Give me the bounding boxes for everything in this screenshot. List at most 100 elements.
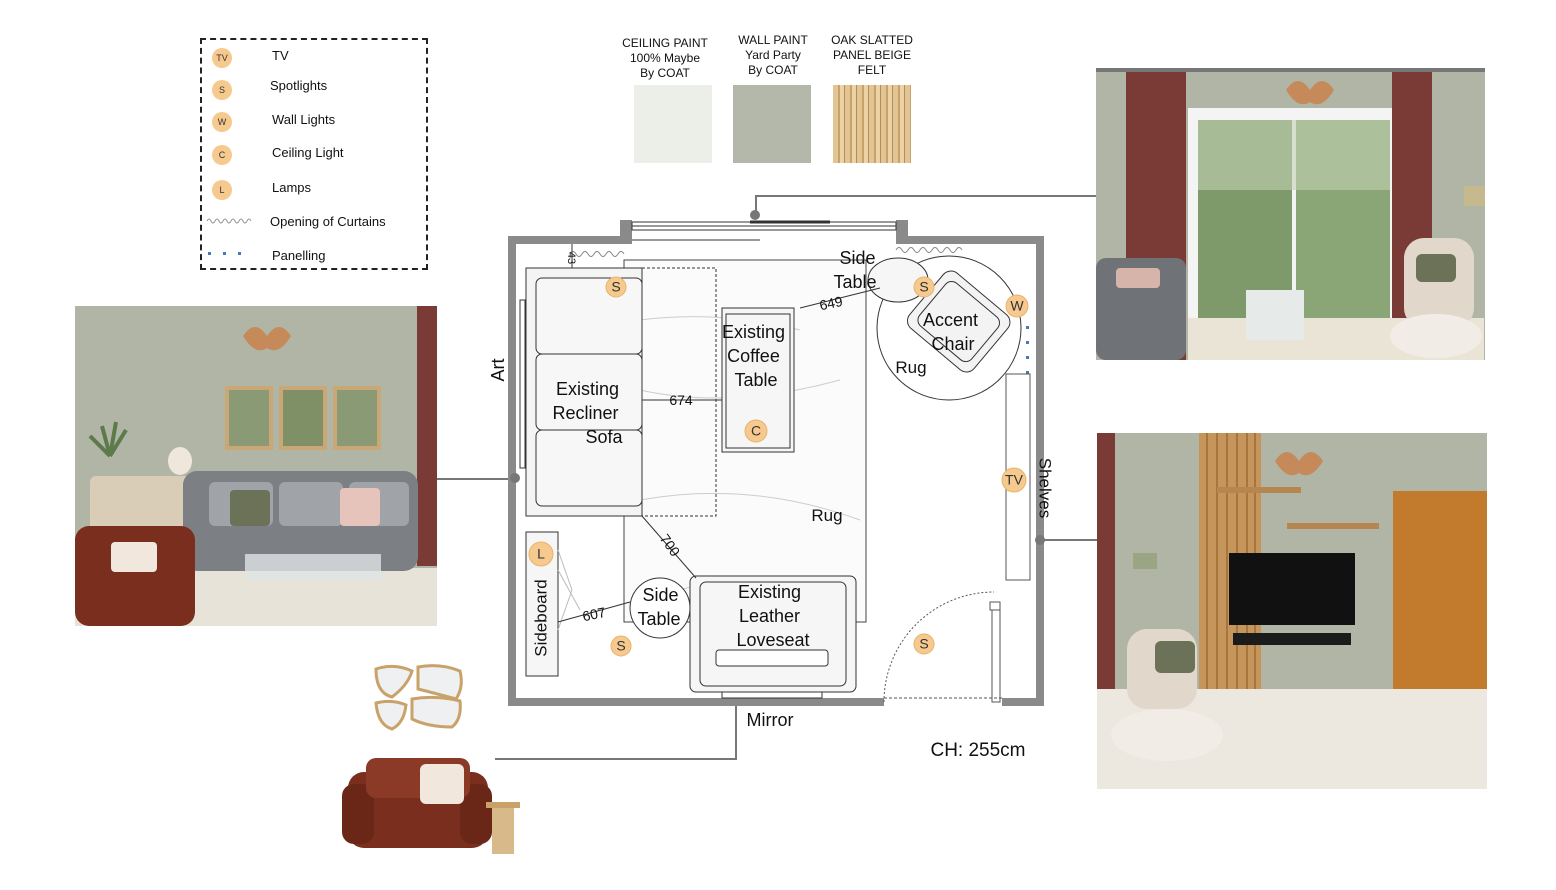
mirror-mark (721, 691, 823, 699)
connector-dot-top (750, 210, 760, 220)
door-swing (883, 591, 1002, 703)
coffee-table-label-2: Coffee (727, 346, 780, 366)
swatch-ceiling-paint (634, 85, 712, 163)
legend-box: TV TV S Spotlights W Wall Lights C Ceili… (200, 38, 428, 270)
swatch-ceiling-line2: 100% Maybe (629, 51, 701, 65)
ceiling-light-badge: C (744, 419, 768, 443)
floor-plan: Art Shelves Existing Recliner Sofa Exist… (488, 210, 1055, 761)
panelling-dots-icon (208, 252, 241, 255)
elevation-sofa-wall (75, 306, 437, 626)
table-lamp-icon (168, 447, 192, 475)
green-cushion (230, 490, 270, 526)
tv-badge: TV (1001, 467, 1027, 493)
lamp-light-spread (557, 549, 581, 631)
lower-shelf (1287, 523, 1379, 529)
side-table-top-label: Side Table (833, 248, 880, 292)
accent-chair-label-2: Chair (931, 334, 974, 354)
spotlight-badge-2: S (913, 276, 935, 298)
swatch-label-ceiling: CEILING PAINT 100% Maybe By COAT (612, 36, 718, 81)
spotlight-badge-4-text: S (919, 636, 928, 652)
side-table-bottom-label: Side Table (637, 585, 683, 629)
wall-light-icon-2 (1133, 553, 1157, 569)
plant-icon (88, 421, 128, 458)
dim-674: 674 (669, 392, 693, 408)
curtain-wave-right (895, 247, 963, 253)
tv-screen (1229, 553, 1355, 625)
swatch-label-oak: OAK SLATTED PANEL BEIGE FELT (822, 33, 922, 78)
connector-top-drop (755, 195, 757, 215)
ceiling-pendant-icon-2 (1286, 81, 1334, 105)
legend-label-tv: TV (272, 48, 289, 63)
curtain-edge (1097, 433, 1115, 703)
spotlight-badge-3: S (610, 635, 632, 657)
coffee-table-label-3: Table (734, 370, 777, 390)
ceiling-pendant-icon (243, 327, 291, 351)
art-panel (519, 299, 526, 469)
tv-badge-icon: TV (212, 48, 232, 68)
loveseat-label: Existing Leather Loveseat (736, 582, 809, 650)
connector-top (756, 195, 1096, 197)
swatch-ceiling-line1: CEILING PAINT (622, 36, 708, 50)
accent-chair-label: Accent Chair (923, 310, 983, 354)
swatch-wall-paint (733, 85, 811, 163)
side-table-window (1246, 290, 1304, 340)
swatch-oak-line2: PANEL BEIGE (832, 48, 912, 62)
sofa-seat-3 (535, 429, 643, 507)
art-label: Art (488, 358, 508, 381)
leather-loveseat-product (342, 758, 520, 854)
ceiling-light-badge-text: C (751, 423, 761, 439)
sofa-label: Existing Recliner Sofa (552, 379, 624, 447)
sofa-label-2: Recliner (552, 403, 618, 423)
swatch-wall-line3: By COAT (748, 63, 798, 77)
swatch-wall-line2: Yard Party (745, 48, 801, 62)
sofa-label-3: Sofa (585, 427, 623, 447)
dimension-lines (557, 244, 881, 623)
room-walls (508, 220, 1044, 706)
loveseat-label-3: Loveseat (736, 630, 809, 650)
spotlight-badge-1: S (605, 276, 627, 298)
legend-label-panelling: Panelling (272, 248, 326, 263)
wall-light-icon (1464, 186, 1485, 206)
mirror-label: Mirror (747, 710, 794, 730)
side-table-top-label-1: Side (839, 248, 875, 268)
sideboard-label: Sideboard (531, 579, 550, 657)
spotlight-badge-icon: S (212, 80, 232, 100)
oak-door (1393, 491, 1487, 709)
swatch-label-wall: WALL PAINT Yard Party By COAT (724, 33, 822, 78)
side-table-bottom-label-2: Table (637, 609, 680, 629)
side-table-product (486, 802, 520, 808)
coffee-table-inner (725, 313, 791, 449)
wall-light-badge: W (1005, 294, 1029, 318)
accent-rug-label: Rug (895, 358, 926, 377)
accent-chair (906, 270, 1011, 373)
soundbar (1233, 633, 1351, 645)
wall-light-badge-icon: W (212, 112, 232, 132)
main-rug-label: Rug (811, 506, 842, 525)
swatch-oak-line1: OAK SLATTED (831, 33, 913, 47)
dim-649: 649 (818, 293, 844, 314)
loveseat-inner (699, 581, 847, 687)
swatch-wall-line1: WALL PAINT (738, 33, 808, 47)
elevation-tv-wall (1097, 433, 1487, 789)
loveseat-label-1: Existing (738, 582, 801, 602)
tv-badge-text: TV (1005, 472, 1024, 488)
lamp-badge-icon: L (212, 180, 232, 200)
swatch-oak-slatted-panel (833, 85, 911, 163)
connector-bottom (495, 758, 737, 760)
leather-armchair (75, 526, 195, 626)
legend-label-lamps: Lamps (272, 180, 312, 195)
loveseat-cushion-product (420, 764, 464, 804)
glass-coffee-table (245, 554, 381, 580)
upper-shelf (1217, 487, 1301, 493)
legend-label-curtains: Opening of Curtains (270, 214, 386, 229)
legend-label-wall-lights: Wall Lights (272, 112, 336, 127)
dim-607: 607 (581, 604, 607, 625)
side-table-top-label-2: Table (833, 272, 876, 292)
accent-chair-label-1: Accent (923, 310, 978, 330)
wall-light-badge-text: W (1010, 298, 1024, 314)
connector-dot-left (510, 473, 520, 483)
curtain-wave-icon (206, 218, 252, 224)
ceiling-height-label: CH: 255cm (930, 740, 1025, 761)
ceiling-light-badge-icon: C (212, 145, 232, 165)
swatch-oak-line3: FELT (857, 63, 887, 77)
